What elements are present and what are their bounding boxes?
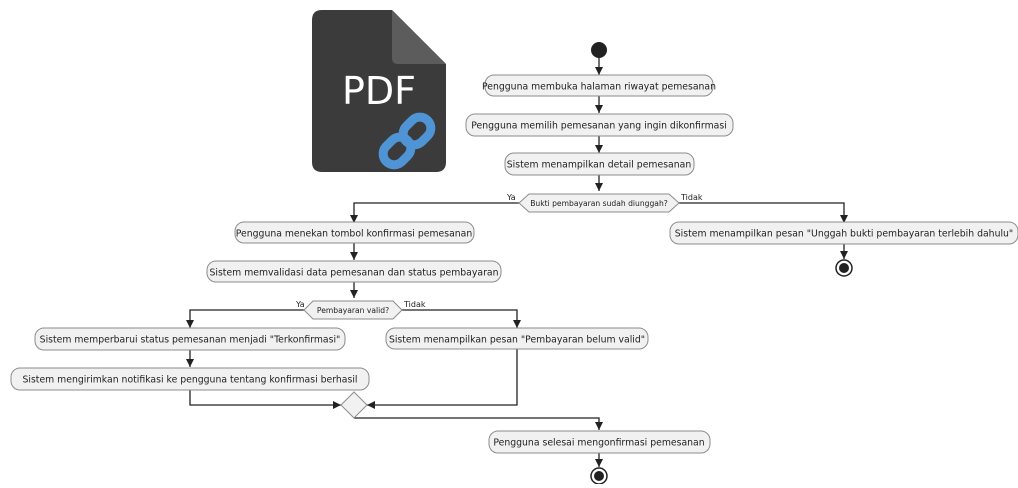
action-upload-message: Sistem menampilkan pesan "Unggah bukti p… xyxy=(669,221,1018,245)
start-node xyxy=(591,42,607,58)
action-label: Sistem menampilkan pesan "Unggah bukti p… xyxy=(675,229,1013,240)
action-press-confirm: Pengguna menekan tombol konfirmasi pemes… xyxy=(234,221,475,244)
action-label: Pengguna menekan tombol konfirmasi pemes… xyxy=(236,229,473,240)
chain-link-icon xyxy=(378,112,436,170)
action-label: Sistem menampilkan pesan "Pembayaran bel… xyxy=(389,335,645,346)
decision-question: Bukti pembayaran sudah diunggah? xyxy=(530,199,668,208)
action-finish: Pengguna selesai mengonfirmasi pemesanan xyxy=(488,430,711,454)
action-send-notification: Sistem mengirimkan notifikasi ke penggun… xyxy=(10,367,370,391)
action-select-order: Pengguna memilih pemesanan yang ingin di… xyxy=(465,113,734,137)
action-open-history: Pengguna membuka halaman riwayat pemesan… xyxy=(482,74,716,97)
action-label: Sistem menampilkan detail pemesanan xyxy=(507,160,692,171)
decision-no-label: Tidak xyxy=(680,193,703,202)
action-label: Sistem memperbarui status pemesanan menj… xyxy=(40,335,341,346)
decision-question: Pembayaran valid? xyxy=(317,306,389,315)
action-label: Pengguna selesai mengonfirmasi pemesanan xyxy=(493,438,704,449)
decision-yes-label: Ya xyxy=(506,193,516,202)
action-show-detail: Sistem menampilkan detail pemesanan xyxy=(504,152,695,176)
end-node xyxy=(835,259,853,277)
action-label: Pengguna membuka halaman riwayat pemesan… xyxy=(482,82,716,93)
decision-no-label: Tidak xyxy=(403,300,426,309)
end-node xyxy=(590,467,608,485)
pdf-link-icon: PDF xyxy=(312,10,446,172)
decision-proof-uploaded: Bukti pembayaran sudah diunggah? Ya Tida… xyxy=(506,193,703,213)
logo-text: PDF xyxy=(342,69,416,113)
action-invalid-message: Sistem menampilkan pesan "Pembayaran bel… xyxy=(385,327,649,350)
decision-yes-label: Ya xyxy=(295,300,305,309)
action-label: Sistem mengirimkan notifikasi ke penggun… xyxy=(22,375,357,386)
action-label: Sistem memvalidasi data pemesanan dan st… xyxy=(209,268,498,279)
action-validate: Sistem memvalidasi data pemesanan dan st… xyxy=(206,260,502,283)
action-label: Pengguna memilih pemesanan yang ingin di… xyxy=(471,121,727,132)
merge-node xyxy=(340,391,368,419)
edges xyxy=(186,58,848,467)
action-update-status: Sistem memperbarui status pemesanan menj… xyxy=(34,327,346,351)
decision-payment-valid: Pembayaran valid? Ya Tidak xyxy=(295,300,426,320)
